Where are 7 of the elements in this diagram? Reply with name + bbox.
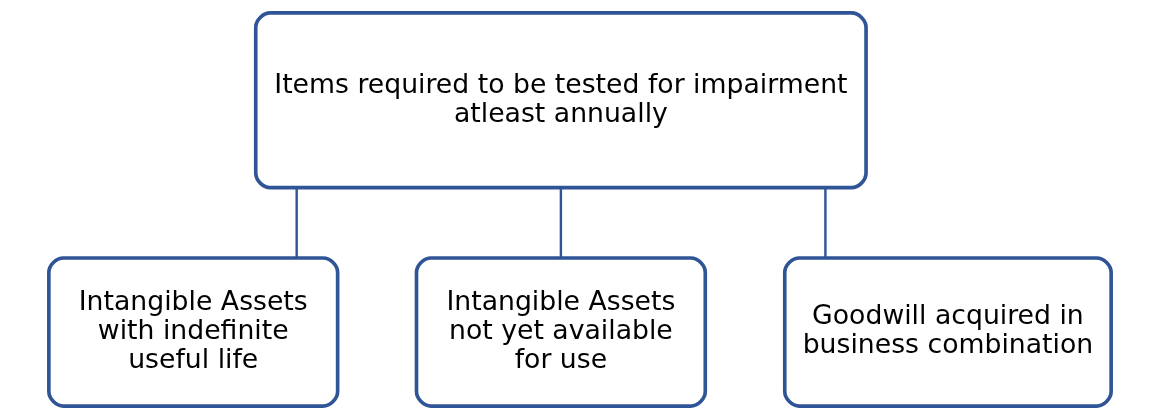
node-box: Goodwill acquired in business combination <box>782 256 1113 408</box>
node-box: Intangible Assets not yet available for use <box>414 256 708 408</box>
connector <box>295 187 298 258</box>
connector <box>824 187 827 258</box>
node-box: Intangible Assets with indefinite useful life <box>47 256 340 408</box>
connector <box>559 187 563 258</box>
node-box: Items required to be tested for impairment atleast annually <box>253 11 868 190</box>
